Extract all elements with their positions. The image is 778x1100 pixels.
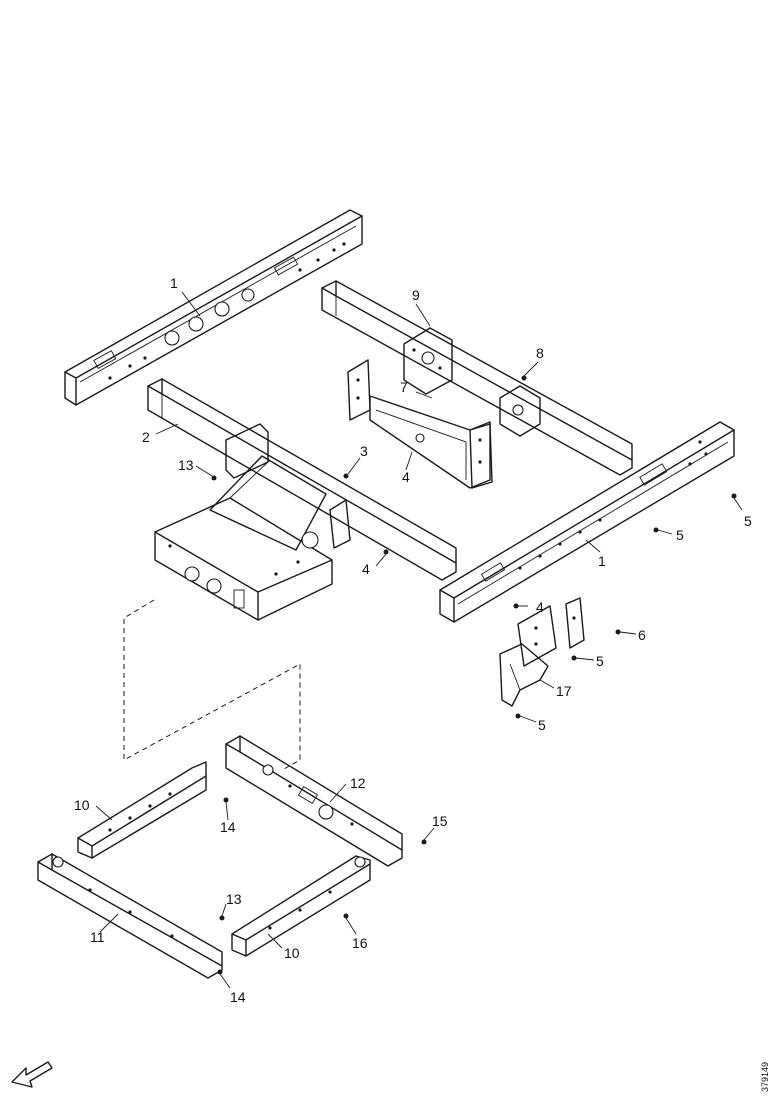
callout-9: 9 [412,287,420,303]
callout-4-low: 4 [362,561,370,577]
callout-16: 16 [352,935,368,951]
callout-17: 17 [556,683,572,699]
callout-13-upper: 13 [178,457,194,473]
callout-5-mid: 5 [676,527,684,543]
lower-rail-11 [37,853,223,979]
callout-5-bracket-upper: 5 [596,653,604,669]
callout-5-right: 5 [744,513,752,529]
callout-labels: 1 9 8 7 2 13 3 4 4 4 5 5 1 6 5 17 5 12 1… [74,275,752,1005]
callout-7: 7 [400,379,408,395]
cross-member-12 [225,735,403,867]
callout-10-left: 10 [74,797,90,813]
cross-member-2 [147,378,457,581]
callout-10-lower: 10 [284,945,300,961]
callout-15: 15 [432,813,448,829]
callout-1-right: 1 [598,553,606,569]
transmission-cradle [154,455,333,621]
cross-bracket-7 [347,359,493,489]
callout-14-upper: 14 [220,819,236,835]
callout-4-bracket: 4 [536,599,544,615]
callout-14-lower: 14 [230,989,246,1005]
drawing-reference-code: 379149 [760,1062,770,1092]
lower-rail-10-right [231,855,371,957]
callout-1-upper: 1 [170,275,178,291]
leader-lines [95,291,743,989]
forward-direction-arrow-icon [11,1061,53,1088]
fasteners [211,375,737,975]
callout-8: 8 [536,345,544,361]
cross-member-9 [321,280,633,476]
lower-rail-10-left [77,761,207,859]
side-rail-1-lower [439,421,735,623]
assembly-phantom-line [123,599,301,771]
callout-2: 2 [142,429,150,445]
callout-5-bracket-lower: 5 [538,717,546,733]
callout-13-lower: 13 [226,891,242,907]
callout-3: 3 [360,443,368,459]
callout-11: 11 [90,929,105,945]
bracket-17 [499,597,585,707]
side-rail-1-upper [64,209,363,406]
callout-4-mid: 4 [402,469,410,485]
callout-6: 6 [638,627,646,643]
callout-12: 12 [350,775,366,791]
